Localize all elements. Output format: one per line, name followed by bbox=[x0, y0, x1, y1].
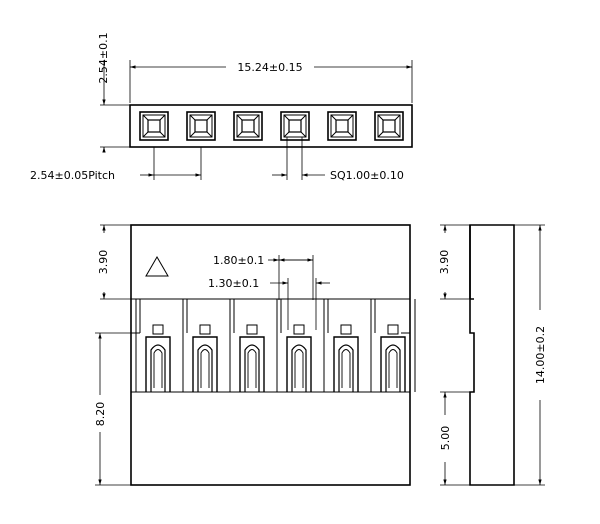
side-view: 3.90 5.00 14.00±0.2 bbox=[438, 224, 547, 486]
side-view-outline bbox=[469, 224, 515, 486]
contact-slot bbox=[229, 299, 265, 392]
socket-square bbox=[186, 111, 216, 141]
front-view-outline bbox=[130, 224, 411, 486]
dim-pin-width-outer: 1.80±0.1 bbox=[213, 254, 264, 267]
contact-slot bbox=[135, 299, 171, 392]
contact-slot bbox=[323, 299, 359, 392]
dim-side-bottom-height: 5.00 bbox=[439, 426, 452, 451]
top-view: 2.54±0.1 15.24±0.15 2.54±0.05Pitch SQ1.0… bbox=[30, 32, 413, 182]
front-view: 3.90 8.20 1.80±0.1 1.30±0.1 bbox=[94, 224, 416, 486]
dim-total-length: 15.24±0.15 bbox=[237, 61, 302, 74]
dim-side-total-height: 14.00±0.2 bbox=[534, 326, 547, 384]
socket-square bbox=[139, 111, 169, 141]
contact-slot bbox=[182, 299, 218, 392]
top-view-outline bbox=[129, 104, 413, 148]
socket-square bbox=[374, 111, 404, 141]
socket-square bbox=[233, 111, 263, 141]
dim-square: SQ1.00±0.10 bbox=[330, 169, 404, 182]
dim-front-body-height: 8.20 bbox=[94, 402, 107, 427]
dim-pin-width-inner: 1.30±0.1 bbox=[208, 277, 259, 290]
polarity-triangle-icon bbox=[145, 256, 169, 277]
socket-square bbox=[280, 111, 310, 141]
contact-slot bbox=[370, 299, 416, 392]
contact-slot bbox=[276, 299, 312, 392]
top-view-pins bbox=[139, 111, 404, 141]
dim-side-top-height: 3.90 bbox=[438, 250, 451, 275]
dim-front-top-height: 3.90 bbox=[97, 250, 110, 275]
front-view-contacts bbox=[135, 299, 416, 392]
socket-square bbox=[327, 111, 357, 141]
dim-pitch: 2.54±0.05Pitch bbox=[30, 169, 115, 182]
dim-top-height: 2.54±0.1 bbox=[97, 32, 110, 83]
